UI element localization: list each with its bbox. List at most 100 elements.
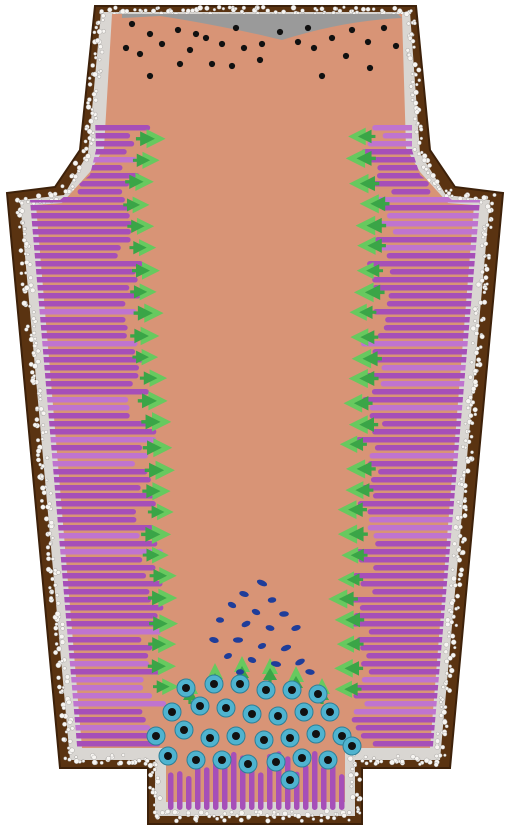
- coating-grain: [484, 267, 489, 272]
- columnar-grain-bottom: [312, 751, 318, 810]
- coating-grain: [41, 505, 46, 510]
- columnar-grain: [361, 733, 441, 739]
- columnar-grain: [43, 397, 129, 403]
- coating-grain: [213, 8, 216, 11]
- columnar-grain: [373, 533, 457, 539]
- coating-grain: [28, 305, 31, 308]
- coating-grain: [476, 282, 481, 287]
- coating-grain: [415, 110, 420, 115]
- columnar-grain-bottom: [168, 772, 174, 810]
- coating-grain: [151, 788, 154, 791]
- coating-grain: [460, 477, 463, 480]
- coating-grain: [354, 6, 358, 10]
- coating-grain: [447, 191, 451, 195]
- coating-grain: [452, 554, 455, 557]
- coating-grain: [458, 578, 461, 581]
- columnar-grain: [370, 413, 467, 419]
- columnar-grain: [380, 245, 481, 251]
- coating-grain: [461, 445, 464, 448]
- equiaxed-grain-core: [312, 730, 320, 738]
- particle: [159, 41, 165, 47]
- coating-grain: [63, 667, 67, 671]
- coating-grain: [74, 759, 79, 764]
- coating-grain: [484, 275, 489, 280]
- coating-grain: [480, 244, 484, 248]
- columnar-grain: [43, 405, 129, 411]
- coating-grain: [355, 11, 358, 14]
- coating-grain: [69, 174, 73, 178]
- columnar-grain: [64, 653, 148, 659]
- particle: [187, 47, 193, 53]
- columnar-grain: [66, 677, 143, 683]
- columnar-grain: [368, 525, 458, 531]
- equiaxed-grain: [217, 699, 235, 717]
- columnar-grain: [375, 445, 464, 451]
- coating-grain: [332, 816, 336, 820]
- coating-grain: [473, 407, 478, 412]
- coating-grain: [99, 69, 102, 72]
- coating-grain: [198, 5, 203, 10]
- particle: [129, 21, 135, 27]
- particle: [175, 27, 181, 33]
- coating-grain: [473, 307, 477, 311]
- coating-grain: [422, 158, 427, 163]
- equiaxed-grain-core: [218, 756, 226, 764]
- columnar-grain: [60, 605, 163, 611]
- coating-grain: [410, 9, 413, 12]
- columnar-grain: [381, 205, 483, 211]
- coating-grain: [326, 815, 330, 819]
- coating-grain: [450, 610, 454, 614]
- coating-grain: [41, 438, 44, 441]
- coating-grain: [473, 319, 476, 322]
- coating-grain: [160, 811, 164, 815]
- coating-grain: [36, 449, 41, 454]
- coating-grain: [479, 201, 482, 204]
- particle: [257, 57, 263, 63]
- particle: [177, 61, 183, 67]
- coating-grain: [32, 317, 36, 321]
- columnar-grain: [41, 381, 133, 387]
- particle: [203, 35, 209, 41]
- coating-grain: [445, 680, 448, 683]
- coating-grain: [369, 759, 372, 762]
- coating-grain: [42, 411, 46, 415]
- particle: [319, 73, 325, 79]
- columnar-grain: [348, 685, 445, 691]
- coating-grain: [49, 492, 52, 495]
- coating-grain: [19, 248, 23, 252]
- equiaxed-grain: [187, 751, 205, 769]
- columnar-grain: [59, 589, 150, 595]
- coating-grain: [34, 337, 37, 340]
- coating-grain: [464, 490, 467, 493]
- equiaxed-grain-core: [324, 756, 332, 764]
- coating-grain: [468, 375, 472, 379]
- coating-grain: [470, 451, 473, 454]
- columnar-grain: [58, 573, 147, 579]
- coating-grain: [95, 89, 98, 92]
- coating-grain: [148, 786, 151, 789]
- columnar-grain: [369, 517, 459, 523]
- coating-grain: [39, 394, 42, 397]
- coating-grain: [77, 165, 82, 170]
- columnar-grain: [32, 277, 137, 283]
- coating-grain: [484, 242, 488, 246]
- coating-grain: [127, 760, 132, 765]
- coating-grain: [172, 810, 177, 815]
- coating-grain: [486, 223, 490, 227]
- coating-grain: [85, 127, 88, 130]
- coating-grain: [40, 499, 44, 503]
- coating-grain: [48, 586, 51, 589]
- coating-grain: [94, 117, 97, 120]
- columnar-grain: [385, 317, 475, 323]
- equiaxed-grain-core: [222, 704, 230, 712]
- coating-grain: [71, 727, 75, 731]
- coating-grain: [24, 242, 29, 247]
- coating-grain: [441, 745, 445, 749]
- coating-grain: [470, 361, 473, 364]
- coating-grain: [151, 771, 154, 774]
- coating-grain: [94, 52, 97, 55]
- coating-grain: [33, 423, 37, 427]
- coating-grain: [73, 174, 77, 178]
- equiaxed-grain-core: [244, 760, 252, 768]
- columnar-grain: [367, 509, 459, 515]
